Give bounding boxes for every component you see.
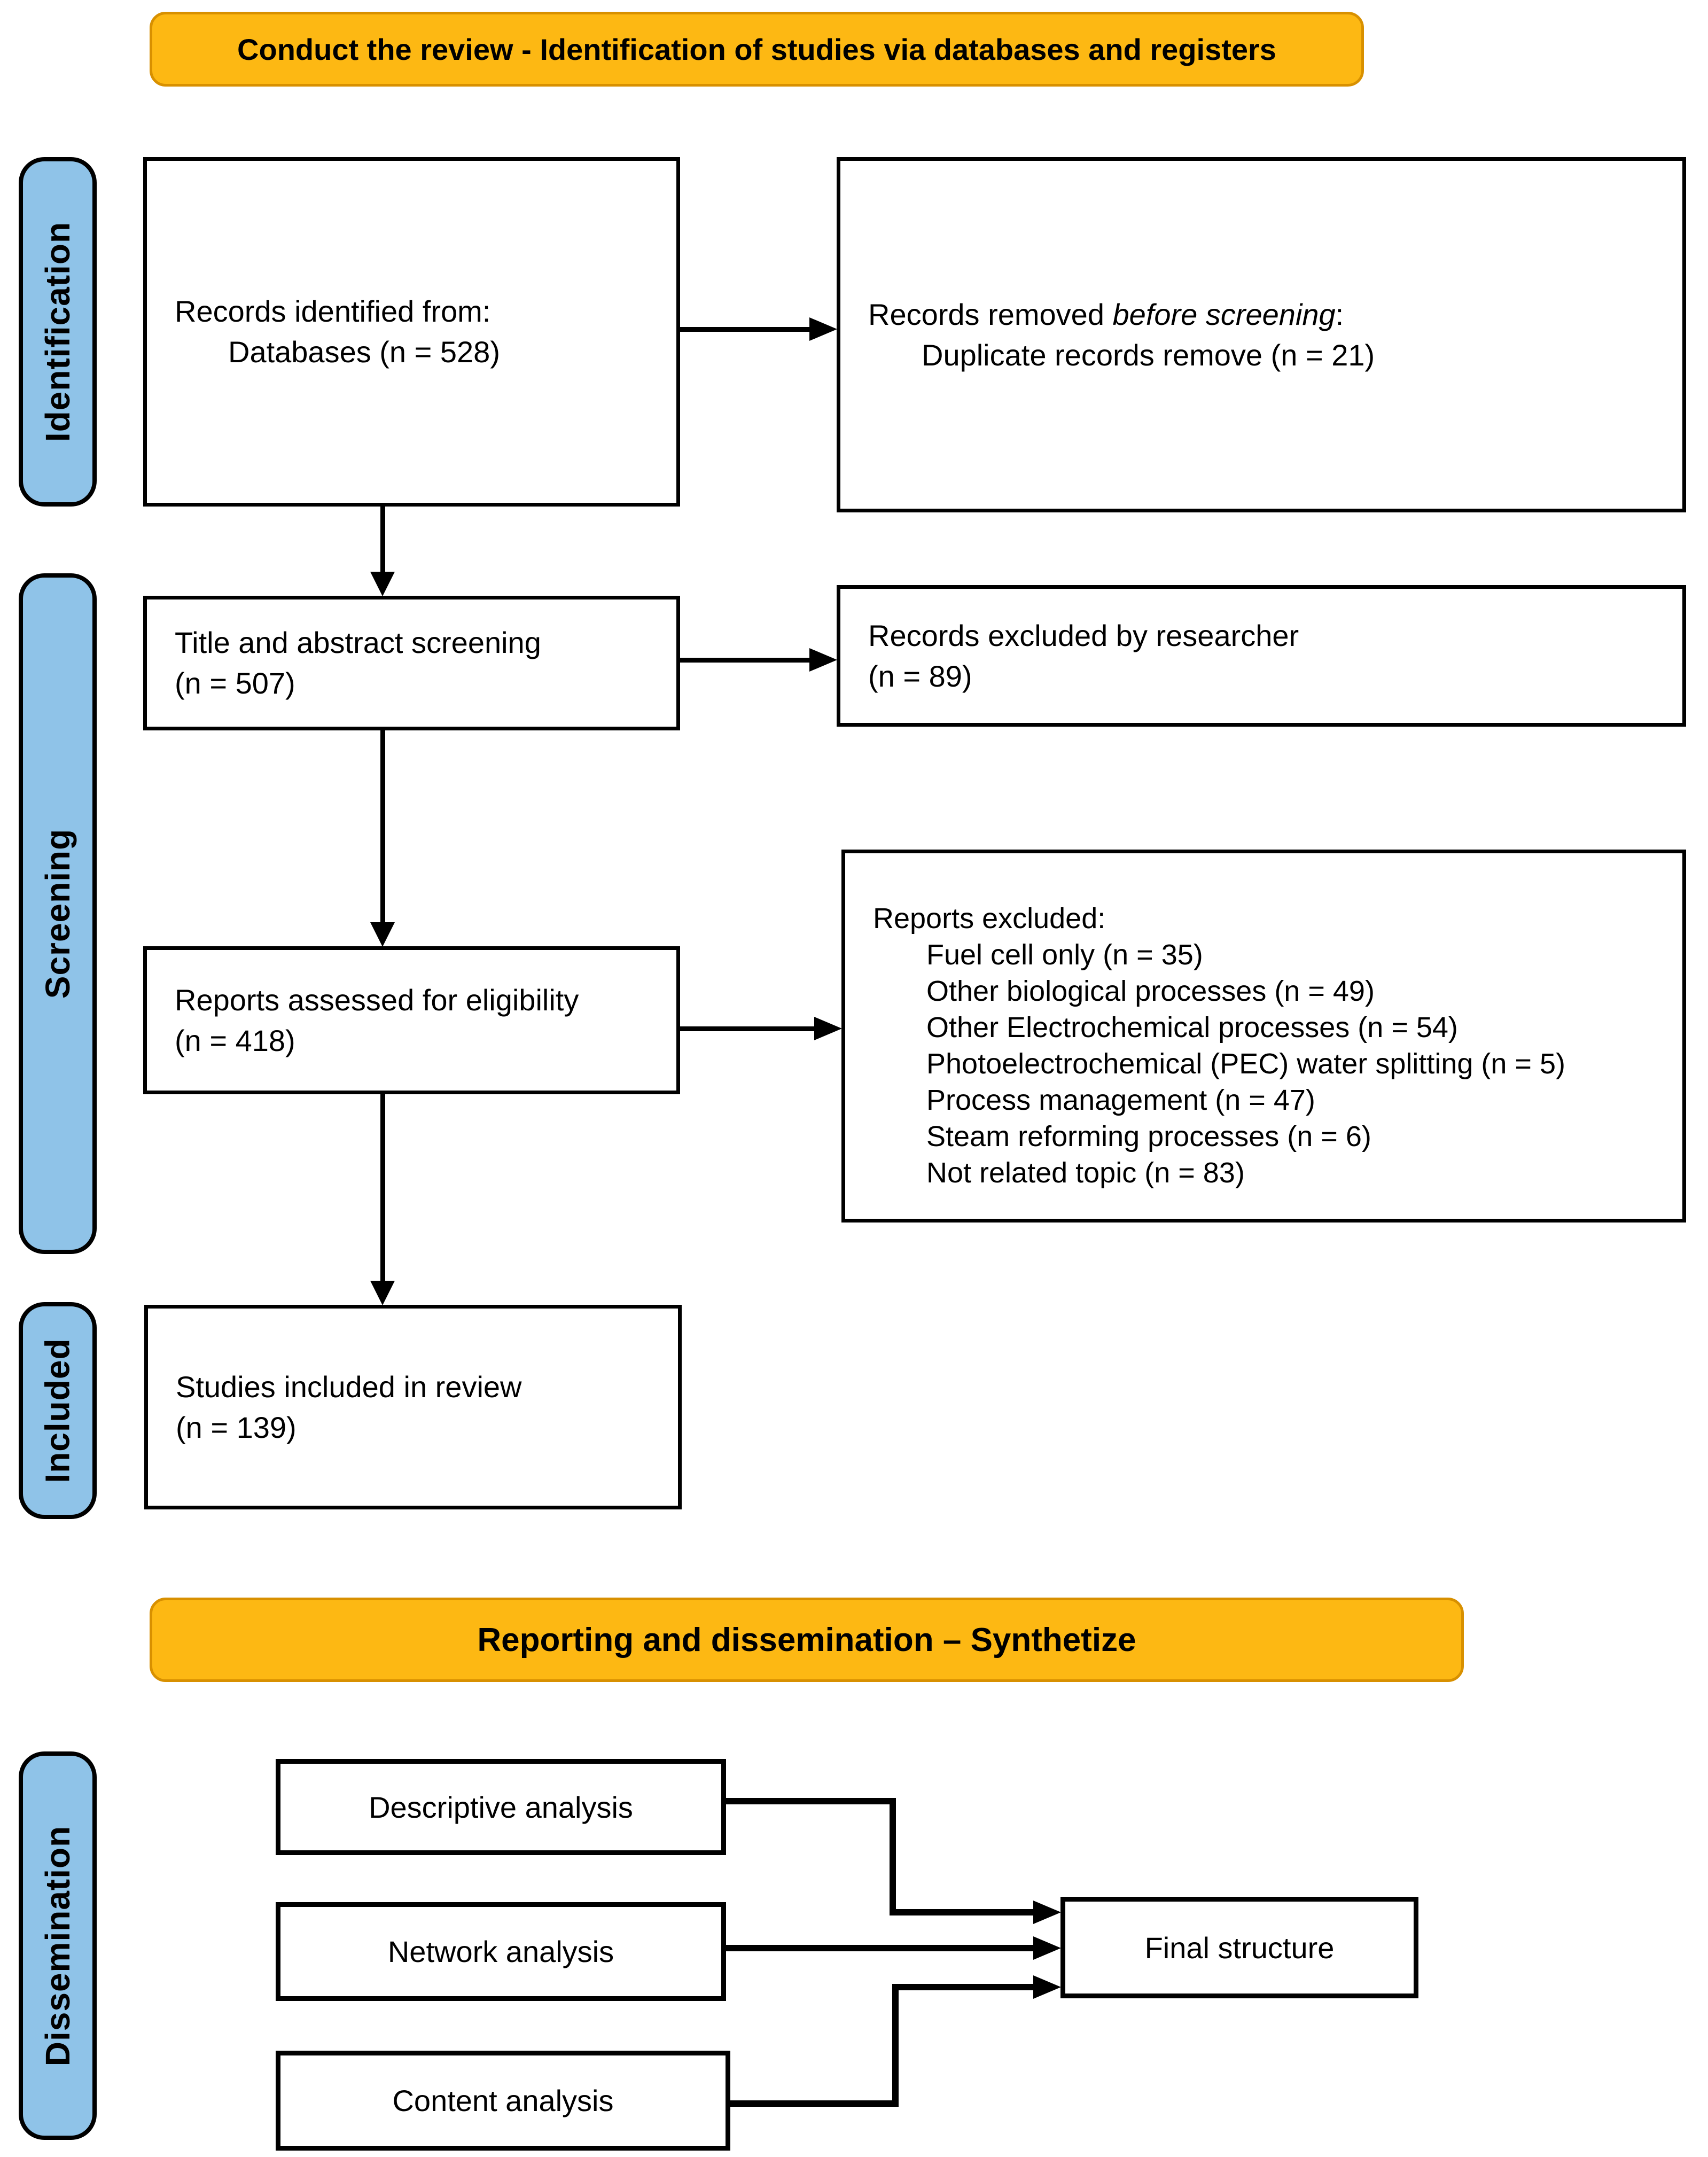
stage-tab-screening: Screening xyxy=(19,573,97,1254)
reports-excluded-item: Not related topic (n = 83) xyxy=(926,1157,1245,1189)
box-descriptive-analysis: Descriptive analysis xyxy=(276,1759,726,1855)
records-removed-prefix: Records removed xyxy=(868,297,1113,331)
records-removed-line1: Records removed before screening: xyxy=(868,294,1672,335)
records-removed-suffix: : xyxy=(1335,297,1344,331)
studies-included-line2: (n = 139) xyxy=(176,1410,297,1444)
arrowhead-identified-to-screening xyxy=(370,572,395,596)
arrowhead-assessed-to-included xyxy=(370,1281,395,1305)
banner-conduct-review: Conduct the review - Identification of s… xyxy=(150,12,1364,87)
final-structure-label: Final structure xyxy=(1144,1930,1335,1965)
studies-included-line1: Studies included in review xyxy=(176,1369,522,1404)
reports-assessed-line2: (n = 418) xyxy=(175,1023,295,1057)
records-removed-italic: before screening xyxy=(1112,297,1336,331)
reports-excluded-item: Photoelectrochemical (PEC) water splitti… xyxy=(926,1048,1565,1080)
stage-tab-identification-label: Identification xyxy=(38,221,77,442)
network-analysis-label: Network analysis xyxy=(387,1935,614,1968)
reports-excluded-item: Process management (n = 47) xyxy=(926,1084,1315,1116)
connector-network-h xyxy=(726,1945,1039,1951)
box-records-removed: Records removed before screening: Duplic… xyxy=(837,157,1686,512)
banner-conduct-review-label: Conduct the review - Identification of s… xyxy=(237,32,1276,66)
reports-excluded-item: Fuel cell only (n = 35) xyxy=(926,939,1203,971)
arrowhead-screening-to-excluded xyxy=(809,648,837,672)
connector-screening-to-excluded xyxy=(680,658,815,663)
connector-content-v xyxy=(892,1984,899,2107)
box-studies-included: Studies included in review (n = 139) xyxy=(144,1305,682,1509)
arrowhead-screening-to-assessed xyxy=(370,922,395,947)
records-excluded-line1: Records excluded by researcher xyxy=(868,618,1299,652)
records-identified-line1: Records identified from: xyxy=(175,294,491,328)
box-title-abstract-screening: Title and abstract screening (n = 507) xyxy=(143,596,680,730)
stage-tab-dissemination: Dissemination xyxy=(19,1751,97,2140)
connector-assessed-to-included xyxy=(380,1094,385,1282)
reports-excluded-item: Other biological processes (n = 49) xyxy=(926,975,1375,1007)
box-network-analysis: Network analysis xyxy=(276,1902,726,2001)
arrowhead-content-to-final xyxy=(1033,1975,1061,1999)
banner-reporting-dissemination: Reporting and dissemination – Synthetize xyxy=(150,1598,1464,1682)
connector-content-h2 xyxy=(892,1984,1039,1990)
title-abstract-line2: (n = 507) xyxy=(175,666,295,700)
connector-descriptive-h1 xyxy=(726,1798,896,1804)
connector-descriptive-v xyxy=(890,1798,896,1915)
stage-tab-included-label: Included xyxy=(38,1338,77,1483)
stage-tab-identification: Identification xyxy=(19,157,97,507)
reports-excluded-header: Reports excluded: xyxy=(873,902,1106,935)
box-records-excluded: Records excluded by researcher (n = 89) xyxy=(837,585,1686,727)
box-content-analysis: Content analysis xyxy=(276,2051,730,2151)
arrowhead-assessed-to-reports-excluded xyxy=(814,1017,842,1040)
connector-identified-to-removed xyxy=(680,327,815,332)
records-removed-line2: Duplicate records remove (n = 21) xyxy=(922,338,1375,372)
connector-identified-to-screening xyxy=(380,507,385,575)
connector-screening-to-assessed xyxy=(380,730,385,924)
descriptive-analysis-label: Descriptive analysis xyxy=(369,1790,633,1824)
box-records-identified: Records identified from: Databases (n = … xyxy=(143,157,680,507)
banner-reporting-dissemination-label: Reporting and dissemination – Synthetize xyxy=(477,1621,1136,1658)
box-reports-excluded-list: Reports excluded: Fuel cell only (n = 35… xyxy=(841,850,1686,1222)
content-analysis-label: Content analysis xyxy=(392,2084,614,2117)
box-reports-assessed: Reports assessed for eligibility (n = 41… xyxy=(143,946,680,1094)
connector-content-h1 xyxy=(730,2100,899,2107)
reports-excluded-item: Other Electrochemical processes (n = 54) xyxy=(926,1011,1458,1044)
reports-excluded-item: Steam reforming processes (n = 6) xyxy=(926,1120,1371,1153)
connector-assessed-to-reports-excluded xyxy=(680,1026,820,1031)
arrowhead-descriptive-to-final xyxy=(1033,1901,1061,1924)
reports-assessed-line1: Reports assessed for eligibility xyxy=(175,983,579,1017)
box-final-structure: Final structure xyxy=(1060,1897,1418,1998)
arrowhead-network-to-final xyxy=(1033,1936,1061,1960)
records-identified-line2: Databases (n = 528) xyxy=(228,335,500,369)
arrowhead-identified-to-removed xyxy=(809,317,837,341)
connector-descriptive-h2 xyxy=(890,1909,1039,1915)
stage-tab-dissemination-label: Dissemination xyxy=(38,1825,77,2066)
stage-tab-screening-label: Screening xyxy=(38,828,77,999)
stage-tab-included: Included xyxy=(19,1302,97,1519)
records-excluded-line2: (n = 89) xyxy=(868,659,972,693)
title-abstract-line1: Title and abstract screening xyxy=(175,626,541,659)
